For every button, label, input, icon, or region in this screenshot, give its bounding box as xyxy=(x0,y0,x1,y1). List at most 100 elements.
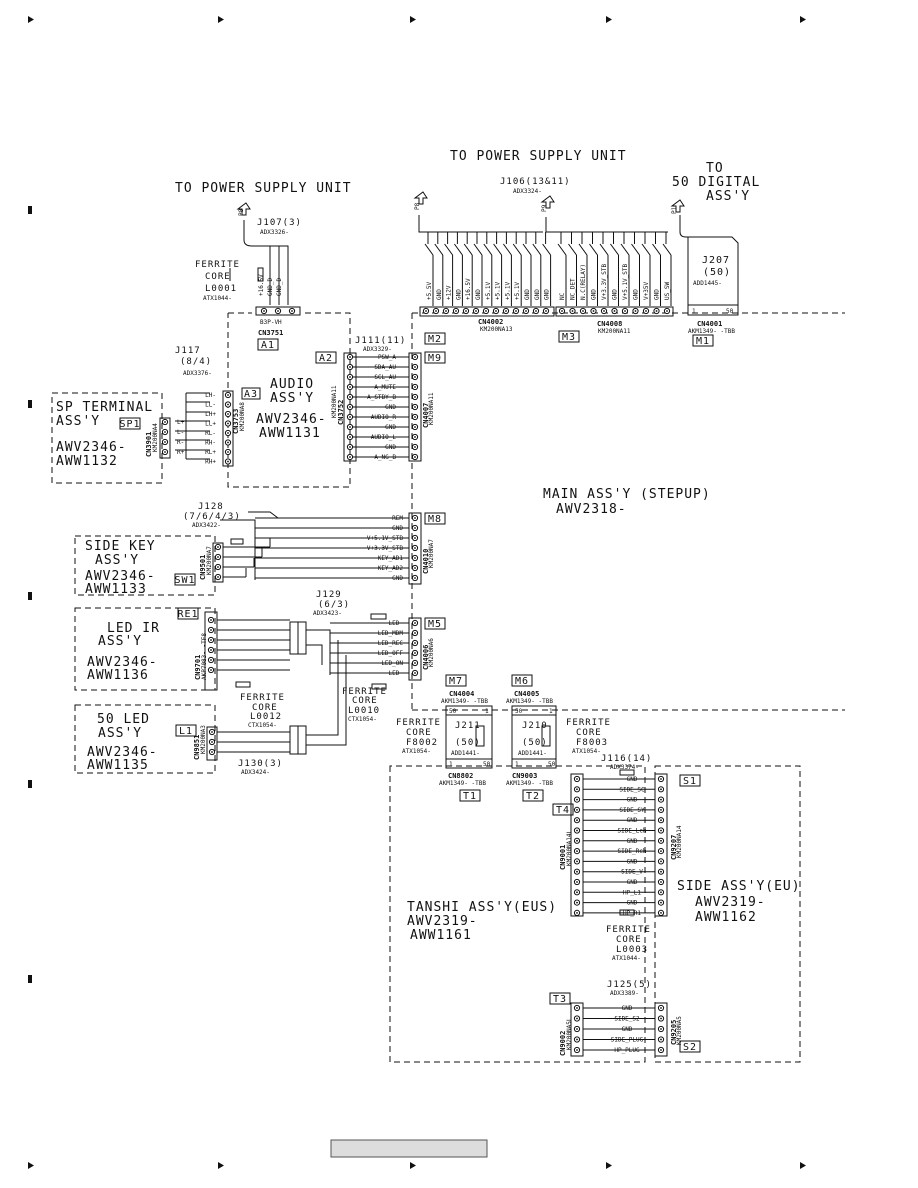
ref-tag-m6 xyxy=(511,674,533,687)
wire xyxy=(542,243,552,256)
pin-dot xyxy=(227,394,229,396)
ref-tag-t3-label: T3 xyxy=(553,994,567,1005)
ferrite-label: FERRITE xyxy=(195,260,240,270)
signal-name: GND xyxy=(612,289,619,300)
signal-name: +5.1V xyxy=(504,282,511,300)
pin-dot xyxy=(561,310,563,312)
connector-cn3751 xyxy=(255,306,301,316)
wire xyxy=(652,243,661,256)
signal-name: LH+ xyxy=(205,411,216,418)
ferrite-label: CTX1054- xyxy=(248,722,277,729)
ref-tag-t3 xyxy=(549,992,571,1005)
signal-name: +12V xyxy=(446,285,453,300)
signal-name: GND xyxy=(534,289,541,300)
pin-dot xyxy=(414,537,416,539)
connector-cn4004 xyxy=(445,705,493,716)
pin-dot xyxy=(613,310,616,312)
pin-dot xyxy=(210,669,212,671)
signal-name: RH- xyxy=(205,440,216,447)
ferrite-core xyxy=(541,725,551,747)
pin-dot xyxy=(576,839,578,842)
signal-name: RL- xyxy=(205,430,216,437)
connector-cn3901 xyxy=(159,417,171,459)
pin-dot xyxy=(164,441,166,443)
wire xyxy=(306,640,339,736)
signal-name: GND xyxy=(627,858,638,865)
pin-dot xyxy=(582,310,584,312)
wire xyxy=(473,243,483,256)
signal-name: SIDE_SC xyxy=(619,786,645,793)
pin-dot xyxy=(414,456,416,458)
ref-tag-sw1 xyxy=(174,573,196,586)
connector-cn3901: CN3901 xyxy=(145,432,153,457)
header-to-power-supply: TO POWER SUPPLY UNIT xyxy=(450,149,627,164)
signal-name: GND xyxy=(392,575,403,582)
cable-j116: J116(14) xyxy=(601,754,652,764)
pin-dot xyxy=(414,672,416,674)
assembly-led50-part: AWW1135 xyxy=(87,758,149,773)
cable-j117: J117 xyxy=(175,346,201,356)
ref-tag-re1 xyxy=(177,607,199,620)
ferrite-label: FERRITE xyxy=(342,687,387,697)
pin-dot xyxy=(435,310,437,312)
ref-tag-a3 xyxy=(241,387,261,400)
pin-dot xyxy=(414,436,416,438)
cable-j211: (50) xyxy=(455,738,481,748)
signal-name: A_MUTE xyxy=(374,384,396,391)
assembly-led-ir-name: LED IR xyxy=(107,621,160,636)
pin-dot xyxy=(660,860,662,863)
connector-type: KM200NA11 xyxy=(428,392,435,425)
signal-name: V+5.1V_STB xyxy=(622,263,629,300)
pin-dot xyxy=(603,310,605,312)
connector-cn3752 xyxy=(343,352,357,462)
pin-dot xyxy=(349,446,351,448)
ref-tag-m1 xyxy=(692,334,714,347)
assembly-side-key-name: SIDE KEY xyxy=(85,539,156,554)
flat-cable xyxy=(679,215,739,305)
pin-dot xyxy=(227,413,229,415)
ferrite-core xyxy=(257,267,264,282)
signal-name: V+5.1V_STB xyxy=(367,535,404,542)
signal-name: GND xyxy=(627,776,638,783)
connector-type: KM200NA7 xyxy=(206,546,213,575)
wire xyxy=(512,243,522,256)
pin-dot xyxy=(545,310,547,312)
pin-dot xyxy=(571,310,574,312)
pin-dot xyxy=(576,798,578,801)
ref-tag-m8 xyxy=(424,512,446,525)
cable-part: ADX3422- xyxy=(192,522,221,529)
connector-cn3751: CN3751 xyxy=(258,329,283,337)
signal-name: +5.1V xyxy=(495,282,502,300)
signal-name: HP_R1 xyxy=(623,910,641,917)
signal-name: SDA_AU xyxy=(374,364,396,371)
connector-type: KM200NA11 xyxy=(598,328,631,335)
signal-name: GND xyxy=(392,525,403,532)
pin-dot xyxy=(660,788,662,791)
wire xyxy=(610,243,619,256)
ref-tag-m5 xyxy=(424,617,446,630)
ref-tag-s2 xyxy=(679,1040,701,1053)
signal-name: SIDE_PLUG xyxy=(611,1037,644,1044)
cable-j211: J211 xyxy=(455,721,481,731)
pin-dot xyxy=(349,386,351,388)
pin-dot xyxy=(211,731,213,733)
pin-dot xyxy=(414,426,416,428)
signal-name: SIDE_SY xyxy=(619,807,645,814)
sheet-marker xyxy=(28,1162,34,1169)
signal-name: GND xyxy=(633,289,640,300)
signal-name: GND xyxy=(627,817,638,824)
ref-tag-s1-label: S1 xyxy=(683,776,697,787)
signal-name: +5.5V xyxy=(426,282,433,300)
ref-tag-t4 xyxy=(552,803,574,816)
pin-dot xyxy=(576,850,578,852)
pin-number: 50 xyxy=(483,761,491,768)
pin-dot xyxy=(576,829,578,832)
pin-dot xyxy=(414,396,416,398)
connector-type: KM200NA13 xyxy=(480,326,513,333)
signal-name: LED_MDM xyxy=(378,630,404,637)
signal-name: GND xyxy=(455,289,462,300)
plug-label: P1 xyxy=(671,206,678,214)
signal-name: REM xyxy=(392,515,403,522)
wire xyxy=(557,243,567,256)
cable-j117: (8/4) xyxy=(180,357,212,367)
